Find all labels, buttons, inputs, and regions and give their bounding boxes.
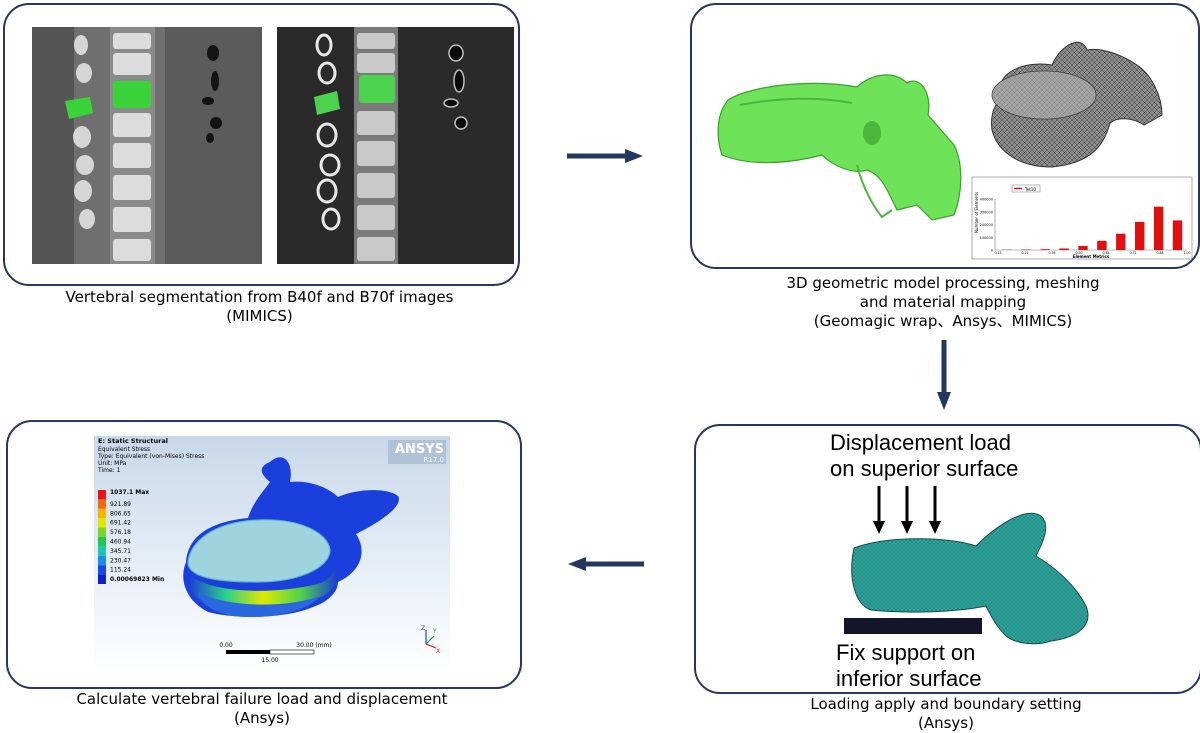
histogram-bars bbox=[1002, 206, 1183, 251]
legend-label: 1037.1 Max bbox=[110, 489, 149, 496]
caption-loading: Loading apply and boundary setting (Ansy… bbox=[810, 695, 1082, 732]
caption-meshing: 3D geometric model processing, meshing a… bbox=[786, 274, 1100, 330]
caption-results: Calculate vertebral failure load and dis… bbox=[76, 690, 448, 727]
ct-image-b40f bbox=[32, 27, 262, 264]
histogram-ylabel: Number of Elements bbox=[974, 192, 979, 233]
legend-label: 921.89 bbox=[110, 501, 131, 508]
legend-label: 806.65 bbox=[110, 510, 131, 517]
caption-segmentation: Vertebral segmentation from B40f and B70… bbox=[65, 288, 454, 325]
ansys-title: E: Static Structural bbox=[98, 437, 168, 445]
legend-swatch bbox=[98, 537, 106, 547]
histogram-bar bbox=[1097, 240, 1107, 250]
panel-loading: Displacement load on superior surface Fi… bbox=[694, 424, 1200, 694]
legend-swatch bbox=[98, 499, 106, 509]
green-vertebra-model bbox=[717, 74, 962, 221]
histogram-xtick: 1.00 bbox=[1183, 251, 1190, 255]
histogram-bar bbox=[1116, 233, 1126, 250]
histogram-xtick: 0.50 bbox=[1075, 251, 1082, 255]
legend-swatch bbox=[98, 546, 106, 556]
ct-images bbox=[32, 27, 514, 264]
fix-support-plate bbox=[844, 618, 982, 634]
legend-swatch bbox=[98, 508, 106, 519]
histogram-legend: Tet10 bbox=[1024, 187, 1036, 192]
legend-label: 691.42 bbox=[110, 520, 131, 527]
histogram-ytick: 300000 bbox=[980, 210, 993, 214]
legend-label: 460.94 bbox=[110, 539, 131, 546]
histogram-bar bbox=[1078, 245, 1088, 250]
legend-swatch bbox=[98, 527, 106, 537]
panel-meshing: Tet10 Number of Elements 400000 300000 200… bbox=[690, 3, 1200, 269]
svg-text:X: X bbox=[436, 648, 440, 655]
histogram-bar bbox=[1135, 221, 1145, 250]
ansys-line3: Unit: MPa bbox=[98, 460, 127, 467]
histogram-bar bbox=[1059, 248, 1069, 250]
histogram-xtick: 0.72 bbox=[1129, 251, 1136, 255]
legend-label: 115.24 bbox=[110, 567, 131, 574]
histogram-ytick: 200000 bbox=[980, 223, 993, 227]
displacement-load-label: Displacement load on superior surface bbox=[830, 430, 1019, 481]
ansys-result: ANSYS R17.0 E: Static Structural Equival… bbox=[94, 436, 450, 672]
load-arrows bbox=[873, 486, 941, 534]
histogram-bar bbox=[1021, 249, 1031, 250]
histogram-xtick: 0.22 bbox=[1021, 251, 1028, 255]
panel-results: ANSYS R17.0 E: Static Structural Equival… bbox=[6, 420, 522, 689]
ct-image-b70f bbox=[277, 27, 514, 264]
histogram-ytick: 400000 bbox=[980, 198, 993, 202]
histogram-xticks: 0.15 0.22 0.36 0.50 0.64 0.72 0.88 1.00 bbox=[994, 251, 1190, 255]
ansys-line4: Time: 1 bbox=[97, 467, 121, 474]
legend-label: 345.71 bbox=[110, 548, 131, 555]
legend-swatch bbox=[98, 518, 106, 528]
legend-swatch bbox=[98, 555, 106, 566]
teal-vertebra-mesh bbox=[851, 512, 1089, 645]
axis-triad-icon: Z Y X bbox=[421, 625, 440, 655]
stress-legend: 1037.1 Max 921.89 806.65 691.42 576.18 460.94… bbox=[98, 489, 164, 584]
arrow-right-icon bbox=[567, 149, 643, 163]
svg-text:Z: Z bbox=[421, 625, 425, 632]
svg-text:Y: Y bbox=[432, 628, 437, 635]
stress-vertebra bbox=[183, 457, 399, 618]
legend-label: 0.00069823 Min bbox=[110, 576, 164, 583]
histogram-bar bbox=[1040, 249, 1050, 250]
scale-left: 0.00 bbox=[219, 642, 233, 649]
legend-swatch bbox=[98, 490, 106, 500]
element-metrics-histogram: Tet10 Number of Elements 400000 300000 200… bbox=[971, 176, 1193, 260]
ansys-logo: ANSYS bbox=[395, 442, 444, 457]
legend-swatch bbox=[98, 574, 106, 584]
legend-swatch bbox=[98, 565, 106, 575]
histogram-yticks: 400000 300000 200000 100000 0 bbox=[980, 198, 993, 253]
scale-mid: 15.00 bbox=[261, 657, 278, 664]
ansys-line2: Type: Equivalent (von-Mises) Stress bbox=[97, 453, 204, 460]
histogram-xtick: 0.88 bbox=[1156, 251, 1163, 255]
arrow-down-icon bbox=[937, 340, 951, 410]
scale-right: 30.00 (mm) bbox=[296, 642, 331, 649]
histogram-xlabel: Element Metrics bbox=[1073, 254, 1110, 259]
histogram-xtick: 0.36 bbox=[1048, 251, 1055, 255]
histogram-bar bbox=[1172, 220, 1183, 250]
arrow-left-icon bbox=[568, 557, 644, 571]
ansys-line1: Equivalent Stress bbox=[98, 446, 150, 453]
ansys-version: R17.0 bbox=[424, 456, 444, 464]
histogram-bar bbox=[1153, 206, 1164, 251]
loaded-mesh bbox=[844, 486, 1089, 645]
histogram-ytick: 0 bbox=[991, 249, 993, 253]
grey-mesh-vertebra bbox=[991, 41, 1163, 168]
mesh-models: Tet10 Number of Elements 400000 300000 200… bbox=[717, 41, 1193, 260]
panel-segmentation bbox=[3, 3, 520, 286]
histogram-xtick: 0.15 bbox=[994, 251, 1001, 255]
histogram-ytick: 100000 bbox=[980, 236, 993, 240]
legend-label: 230.47 bbox=[110, 557, 131, 564]
legend-label: 576.18 bbox=[110, 529, 131, 536]
histogram-xtick: 0.64 bbox=[1102, 251, 1109, 255]
fix-support-label: Fix support on inferior surface bbox=[836, 640, 982, 691]
